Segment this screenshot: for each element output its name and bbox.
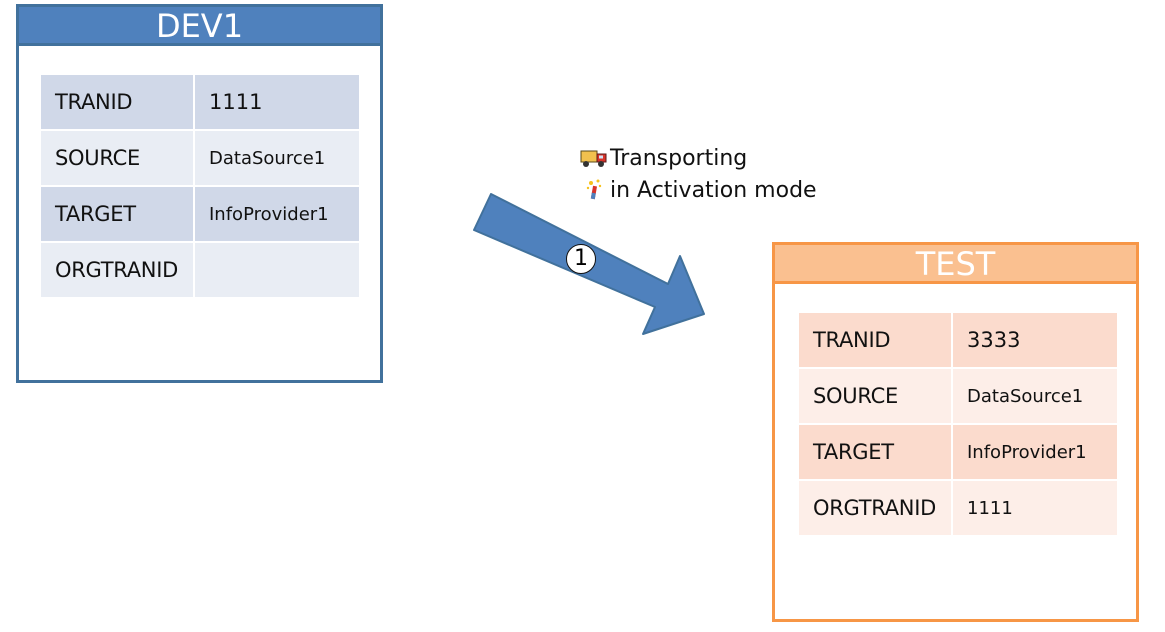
activation-mode-label: in Activation mode [610, 178, 817, 203]
dev1-title: DEV1 [19, 7, 380, 46]
truck-icon [580, 146, 610, 168]
transport-note-line: Transporting [580, 146, 747, 171]
table-row: TARGET InfoProvider1 [41, 187, 359, 241]
field-value [195, 243, 359, 297]
transport-label: Transporting [610, 146, 748, 171]
field-value: DataSource1 [953, 369, 1117, 423]
table-row: TARGET InfoProvider1 [799, 425, 1117, 479]
field-value: 1111 [195, 75, 359, 129]
field-name: TRANID [41, 75, 193, 129]
table-row: TRANID 3333 [799, 313, 1117, 367]
field-value: 3333 [953, 313, 1117, 367]
field-name: TRANID [799, 313, 951, 367]
magic-wand-icon [580, 178, 610, 200]
field-name: ORGTRANID [41, 243, 193, 297]
field-name: SOURCE [41, 131, 193, 185]
field-value: InfoProvider1 [195, 187, 359, 241]
field-value: 1111 [953, 481, 1117, 535]
activation-note-line: in Activation mode [580, 178, 817, 203]
table-row: ORGTRANID [41, 243, 359, 297]
field-name: TARGET [41, 187, 193, 241]
test-system-panel: TEST TRANID 3333 SOURCE DataSource1 TARG… [772, 242, 1139, 622]
table-row: TRANID 1111 [41, 75, 359, 129]
test-title: TEST [775, 245, 1136, 284]
field-value: InfoProvider1 [953, 425, 1117, 479]
field-name: TARGET [799, 425, 951, 479]
table-row: SOURCE DataSource1 [799, 369, 1117, 423]
field-name: SOURCE [799, 369, 951, 423]
dev1-system-panel: DEV1 TRANID 1111 SOURCE DataSource1 TARG… [16, 4, 383, 383]
field-value: DataSource1 [195, 131, 359, 185]
field-name: ORGTRANID [799, 481, 951, 535]
step-number-badge: 1 [566, 244, 596, 274]
table-row: SOURCE DataSource1 [41, 131, 359, 185]
table-row: ORGTRANID 1111 [799, 481, 1117, 535]
test-request-table: TRANID 3333 SOURCE DataSource1 TARGET In… [797, 311, 1119, 537]
dev1-request-table: TRANID 1111 SOURCE DataSource1 TARGET In… [39, 73, 361, 299]
